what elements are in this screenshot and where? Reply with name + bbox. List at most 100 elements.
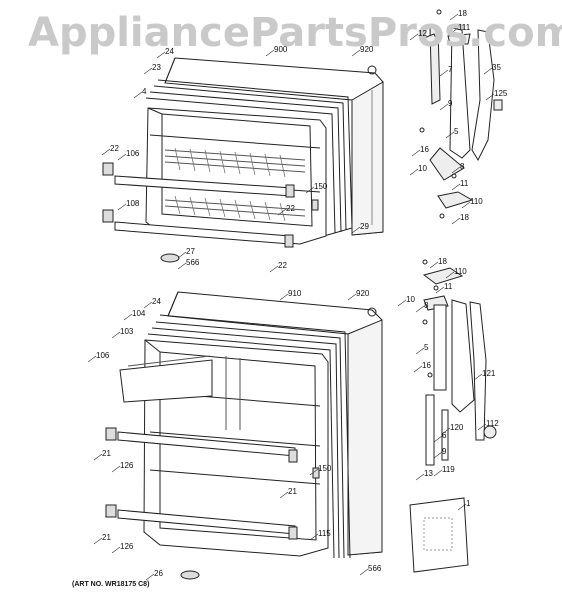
- leader-line: [93, 453, 103, 461]
- leader-line: [433, 451, 443, 459]
- leader-line: [449, 13, 459, 21]
- callout-number: 111: [458, 23, 471, 32]
- leader-line: [433, 435, 443, 443]
- fresh-food-door-bars: [105, 427, 320, 580]
- callout-number: 13: [424, 469, 433, 478]
- leader-line: [351, 49, 361, 57]
- leader-line: [111, 546, 121, 554]
- callout-number: 566: [368, 564, 382, 573]
- leader-line: [449, 27, 459, 35]
- leader-line: [415, 305, 425, 313]
- leader-line: [415, 473, 425, 481]
- callout-number: 566: [186, 258, 200, 267]
- leader-line: [101, 148, 111, 156]
- freezer-door-bars: [102, 162, 319, 263]
- callout-number: 23: [152, 63, 161, 72]
- leader-line: [145, 573, 155, 581]
- callout-number: 26: [154, 569, 163, 578]
- callout-number: 125: [494, 89, 508, 98]
- callout-number: 920: [356, 289, 370, 298]
- leader-line: [143, 67, 153, 75]
- callout-leader-lines: [87, 13, 495, 581]
- callout-number: 21: [102, 533, 111, 542]
- callout-number: 24: [165, 47, 174, 56]
- callout-number: 920: [360, 45, 374, 54]
- leader-line: [309, 533, 319, 541]
- callout-number: 21: [102, 449, 111, 458]
- freezer-hinge-parts: [419, 9, 503, 219]
- watermark-text: AppliancePartsPros.com: [28, 10, 562, 56]
- leader-line: [409, 168, 419, 176]
- callout-number: 150: [318, 464, 332, 473]
- callout-number: 120: [450, 423, 464, 432]
- leader-line: [477, 423, 487, 431]
- leader-line: [93, 537, 103, 545]
- callout-number: 110: [470, 197, 483, 206]
- leader-line: [309, 468, 319, 476]
- leader-line: [485, 93, 495, 101]
- callout-number: 108: [126, 199, 140, 208]
- leader-line: [123, 313, 133, 321]
- callout-number: 7: [448, 65, 453, 74]
- leader-line: [439, 69, 449, 77]
- callout-number: 1: [466, 499, 471, 508]
- callout-number: 5: [424, 343, 429, 352]
- callout-number: 22: [110, 144, 119, 153]
- leader-line: [111, 465, 121, 473]
- callout-number: 110: [454, 267, 467, 276]
- leader-line: [413, 365, 423, 373]
- leader-line: [411, 149, 421, 157]
- leader-line: [133, 91, 143, 99]
- callout-number: 27: [186, 247, 195, 256]
- fresh-food-case: [167, 291, 383, 556]
- callout-number: 106: [126, 149, 140, 158]
- leader-line: [445, 131, 455, 139]
- callout-number: 10: [418, 164, 427, 173]
- leader-line: [441, 427, 451, 435]
- leader-line: [483, 67, 493, 75]
- freezer-door-frames: [145, 79, 353, 241]
- leader-line: [117, 203, 127, 211]
- callout-number: 10: [406, 295, 415, 304]
- callout-number: 8: [460, 162, 465, 171]
- art-number: (ART NO. WR18175 C8): [72, 581, 150, 588]
- callout-number: 11: [444, 282, 453, 291]
- callout-number: 6: [442, 431, 447, 440]
- fresh-food-hinge-parts: [422, 259, 497, 466]
- callout-number: 16: [422, 361, 431, 370]
- leader-line: [279, 491, 289, 499]
- leader-line: [473, 373, 483, 381]
- callout-number: 8: [424, 301, 429, 310]
- callout-number: 4: [142, 87, 147, 96]
- callout-number: 22: [278, 261, 287, 270]
- leader-line: [117, 153, 127, 161]
- callout-number: 29: [360, 222, 369, 231]
- leader-line: [265, 49, 275, 57]
- leader-line: [461, 201, 471, 209]
- leader-line: [347, 293, 357, 301]
- callout-number: 115: [318, 529, 331, 538]
- callout-number: 35: [492, 63, 501, 72]
- callout-number: 900: [274, 45, 288, 54]
- leader-line: [435, 286, 445, 294]
- callout-number: 150: [314, 182, 328, 191]
- leader-line: [397, 299, 407, 307]
- callout-number: 22: [286, 204, 295, 213]
- leader-line: [457, 503, 467, 511]
- leader-line: [177, 251, 187, 259]
- callout-number: 126: [120, 461, 134, 470]
- leader-line: [415, 347, 425, 355]
- leader-line: [439, 103, 449, 111]
- leader-line: [451, 217, 461, 225]
- leader-line: [277, 208, 287, 216]
- leader-line: [87, 355, 97, 363]
- leader-line: [409, 33, 419, 41]
- leader-line: [305, 186, 315, 194]
- leader-line: [156, 51, 166, 59]
- leader-line: [433, 469, 443, 477]
- leader-line: [111, 331, 121, 339]
- callout-number: 119: [442, 465, 455, 474]
- callout-number: 9: [442, 447, 447, 456]
- callout-number: 910: [288, 289, 302, 298]
